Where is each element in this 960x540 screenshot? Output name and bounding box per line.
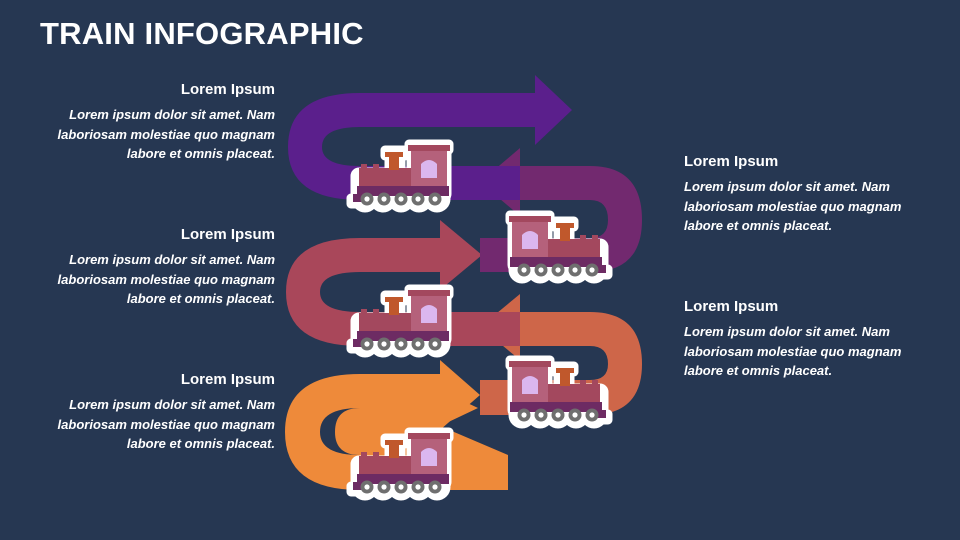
train-icon xyxy=(509,215,608,279)
train-icon xyxy=(351,289,450,353)
block-heading: Lorem Ipsum xyxy=(684,298,779,315)
block-text: Lorem ipsum dolor sit amet. Nam laborios… xyxy=(684,324,902,378)
block-text: Lorem ipsum dolor sit amet. Nam laborios… xyxy=(57,252,275,306)
text-block-3: Lorem Ipsum Lorem ipsum dolor sit amet. … xyxy=(55,226,275,309)
block-text: Lorem ipsum dolor sit amet. Nam laborios… xyxy=(57,107,275,161)
block-text: Lorem ipsum dolor sit amet. Nam laborios… xyxy=(57,397,275,451)
block-heading: Lorem Ipsum xyxy=(684,153,779,170)
text-block-4: Lorem Ipsum Lorem ipsum dolor sit amet. … xyxy=(684,298,904,381)
train-icon xyxy=(509,360,608,424)
text-block-5: Lorem Ipsum Lorem ipsum dolor sit amet. … xyxy=(55,371,275,454)
block-heading: Lorem Ipsum xyxy=(180,226,275,243)
block-heading: Lorem Ipsum xyxy=(180,371,275,388)
page-title: TRAIN INFOGRAPHIC xyxy=(40,16,364,51)
block-heading: Lorem Ipsum xyxy=(180,81,275,98)
text-block-2: Lorem Ipsum Lorem ipsum dolor sit amet. … xyxy=(684,153,904,236)
path-segment-5-bend xyxy=(285,360,508,490)
text-block-1: Lorem Ipsum Lorem ipsum dolor sit amet. … xyxy=(55,81,275,164)
block-text: Lorem ipsum dolor sit amet. Nam laborios… xyxy=(684,179,902,233)
path-segment-3 xyxy=(286,220,520,346)
train-icon xyxy=(351,144,450,208)
